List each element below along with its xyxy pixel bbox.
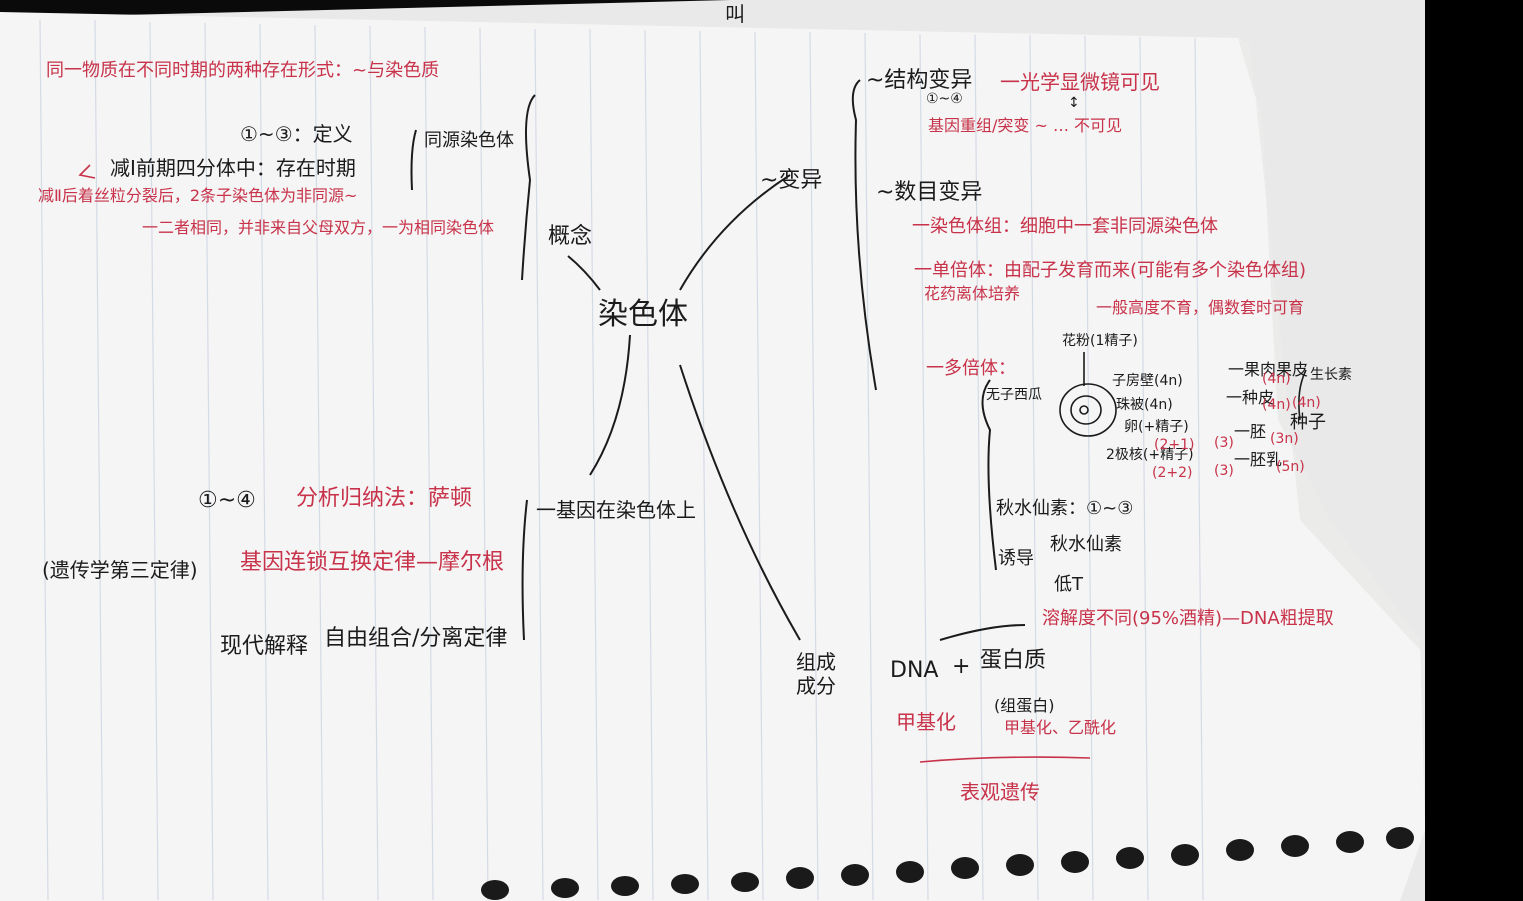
- numerical-title: ~数目变异: [876, 180, 983, 205]
- variation-label: ~变异: [760, 168, 823, 193]
- rule-lines: [39, 19, 1204, 901]
- num-item-17: 一种皮: [1226, 388, 1275, 407]
- concept-item-2: ①~③：定义: [240, 122, 353, 146]
- num-item-2: 一单倍体：由配子发育而来(可能有多个染色体组): [914, 260, 1307, 281]
- gene-item-5: 现代解释: [220, 634, 309, 659]
- gene-label: 一基因在染色体上: [536, 498, 696, 522]
- num-item-1: 一染色体组：细胞中一套非同源染色体: [912, 216, 1218, 237]
- gene-item-2: 分析归纳法：萨顿: [296, 486, 473, 511]
- composition-plus: +: [952, 654, 971, 679]
- gene-item-6: 自由组合/分离定律: [324, 626, 508, 651]
- structural-item-4: 基因重组/突变 ~ … 不可见: [928, 116, 1123, 135]
- concept-item-4: 减Ⅰ前期四分体中：存在时期: [110, 156, 356, 180]
- mindmap-lines: [410, 79, 1026, 641]
- num-item-12: (2+1): [1154, 437, 1195, 453]
- ovary-diagram: [1059, 352, 1307, 437]
- num-item-23: (5n): [1276, 459, 1305, 475]
- composition-label: 组成成分: [796, 650, 836, 698]
- gene-item-1: ①~④: [198, 488, 256, 513]
- num-item-3: 花药离体培养: [924, 284, 1021, 303]
- composition-dna: DNA: [890, 658, 939, 683]
- num-item-8: 子房壁(4n): [1112, 373, 1183, 389]
- composition-below-2: (组蛋白): [994, 696, 1055, 715]
- structural-item-1: 一光学显微镜可见: [1000, 70, 1160, 94]
- num-item-10: 卵(+精子): [1124, 419, 1189, 435]
- structural-item-3: ↕: [1068, 95, 1080, 111]
- paper-edge: [1238, 38, 1420, 650]
- num-item-29: 秋水仙素: [1050, 534, 1122, 555]
- num-item-24: 生长素: [1310, 367, 1352, 383]
- concept-item-3: 同源染色体: [424, 130, 514, 151]
- num-item-30: 低T: [1054, 574, 1083, 595]
- num-item-16: 一果肉果皮: [1228, 360, 1309, 379]
- num-item-20: (4n): [1262, 371, 1291, 387]
- num-item-11: 2极核(+精子): [1106, 447, 1194, 463]
- composition-bracket-label: 表观遗传: [960, 780, 1040, 804]
- num-item-26: (4n): [1292, 395, 1321, 411]
- num-item-4: 一般高度不育，偶数套时可育: [1096, 298, 1305, 317]
- gene-item-3: (遗传学第三定律): [42, 558, 198, 582]
- num-item-14: (3): [1214, 435, 1234, 451]
- top-mark: 叫: [725, 2, 745, 26]
- gene-item-4: 基因连锁互换定律—摩尔根: [240, 550, 505, 575]
- composition-below-3: 甲基化、乙酰化: [1004, 718, 1117, 737]
- concept-label: 概念: [548, 224, 593, 249]
- structural-title: ~结构变异: [866, 68, 973, 93]
- composition-below-1: 甲基化: [896, 710, 956, 734]
- num-item-13: (2+2): [1152, 465, 1193, 481]
- num-item-21: (4n): [1262, 397, 1291, 413]
- num-item-9: 珠被(4n): [1116, 397, 1173, 413]
- num-item-18: 一胚: [1234, 422, 1267, 441]
- num-item-27: 秋水仙素：①~③: [996, 498, 1134, 519]
- concept-item-5: 减Ⅱ后着丝粒分裂后，2条子染色体为非同源~: [38, 186, 358, 205]
- num-item-15: (3): [1214, 463, 1234, 479]
- num-item-6: 无子西瓜: [986, 387, 1042, 403]
- num-item-25: 种子: [1290, 412, 1326, 433]
- center-node: 染色体: [598, 297, 688, 332]
- spiral-binding: [481, 827, 1414, 900]
- concept-item-6: 一二者相同，并非来自父母双方，一为相同染色体: [142, 218, 495, 237]
- num-item-22: (3n): [1270, 431, 1299, 447]
- red-marks: [78, 164, 1091, 763]
- right-black-band: [1425, 0, 1523, 901]
- num-item-7: 花粉(1精子): [1062, 333, 1138, 349]
- concept-item-1: 同一物质在不同时期的两种存在形式：~与染色质: [46, 60, 440, 81]
- composition-extraction: 溶解度不同(95%酒精)—DNA粗提取: [1042, 608, 1334, 629]
- composition-protein: 蛋白质: [980, 648, 1047, 673]
- num-item-19: 一胚乳: [1234, 450, 1283, 469]
- structural-item-2: ①~④: [926, 91, 963, 107]
- num-item-28: 诱导: [998, 548, 1034, 569]
- num-item-5: 一多倍体：: [926, 358, 1016, 379]
